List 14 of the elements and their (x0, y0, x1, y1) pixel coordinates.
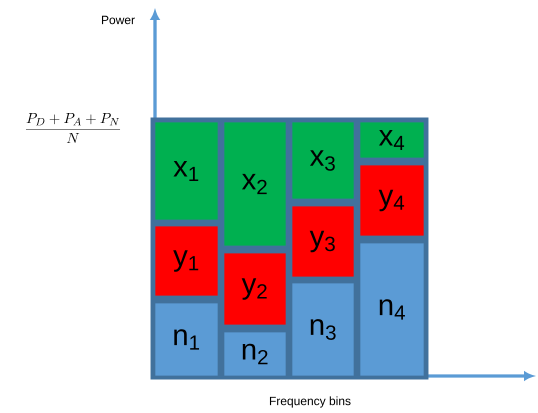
stack-segment: n$_{4}$ (358, 240, 426, 378)
axis-label: Power (102, 16, 135, 24)
stack-segment: x$_{1}$ (152, 120, 220, 222)
stack-segment: x$_{4}$ (358, 120, 426, 160)
stack-segment: x$_{3}$ (290, 120, 356, 202)
stack-segment: y$_{4}$ (358, 162, 426, 238)
axis-label: Frequency bins (270, 396, 351, 408)
formula-label: $\frac{P_D+P_A+P_N}{N}$ (26, 113, 120, 143)
stack-segment: x$_{2}$ (222, 120, 288, 248)
stack-segment: y$_{2}$ (222, 250, 288, 328)
stack-segment: n$_{2}$ (222, 330, 288, 378)
stack-segment: n$_{1}$ (152, 300, 220, 378)
stack-segment: y$_{1}$ (152, 224, 220, 298)
stack-segment: y$_{3}$ (290, 204, 356, 280)
